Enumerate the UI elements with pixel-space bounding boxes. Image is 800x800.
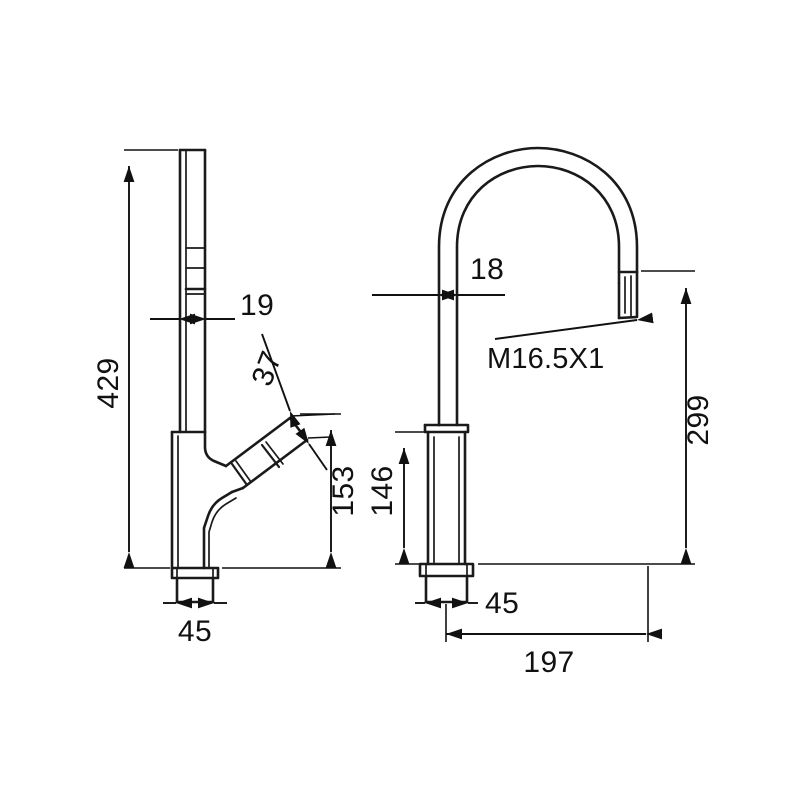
dimension-base-diameter-side: 45 — [163, 597, 227, 648]
front-spout-inner-curve — [455, 164, 621, 427]
thread-spec-label: M16.5X1 — [487, 343, 604, 375]
dimension-spout-height: 299 — [478, 270, 715, 565]
dimension-riser-width: 19 — [150, 289, 274, 325]
dimension-base-diameter-front: 45 — [415, 587, 519, 620]
front-elevation-view: 18 M16.5X1 299 146 — [366, 146, 715, 679]
side-body-block — [170, 430, 237, 570]
dimension-label-spout-reach: 197 — [523, 646, 574, 679]
dimension-label-base-diameter-side: 45 — [178, 615, 212, 648]
dimension-label-handle-height: 153 — [327, 465, 360, 516]
side-base-plate — [170, 566, 220, 604]
dimension-label-body-height: 146 — [366, 465, 399, 516]
side-elevation-view: 429 19 37 — [92, 148, 360, 648]
dimension-handle-height: 153 — [222, 413, 360, 569]
thread-spec-callout: M16.5X1 — [487, 312, 654, 375]
dimension-total-height: 429 — [92, 149, 178, 569]
dimension-label-spout-height: 299 — [682, 394, 715, 445]
dimension-body-height: 146 — [366, 431, 424, 565]
front-spout-outer-curve — [437, 146, 639, 427]
dimension-label-riser-width: 19 — [240, 289, 274, 322]
dimension-label-base-diameter-front: 45 — [485, 587, 519, 620]
dimension-spout-tube-width: 18 — [372, 253, 505, 301]
dimension-label-total-height: 429 — [92, 357, 125, 408]
front-body-column — [423, 423, 470, 566]
front-spout-outlet — [617, 270, 639, 320]
side-riser-column — [178, 148, 207, 434]
dimension-label-spout-tube-width: 18 — [470, 253, 504, 286]
dimension-spout-reach: 197 — [445, 566, 662, 679]
